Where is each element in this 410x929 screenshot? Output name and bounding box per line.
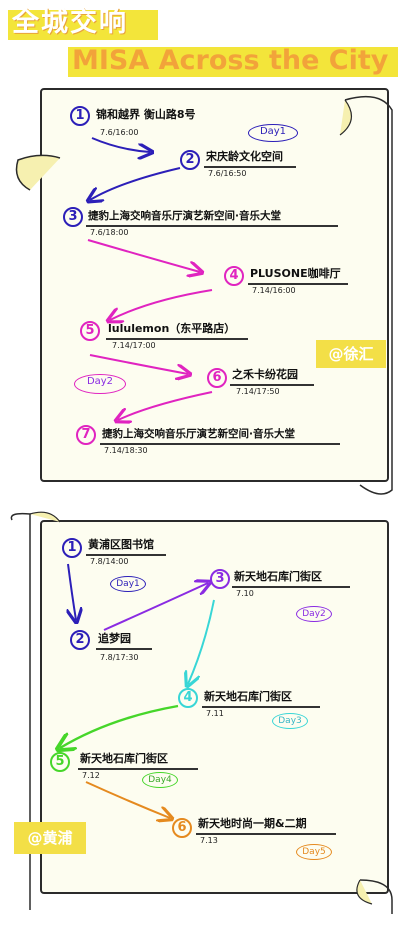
xuhui-stop-7-name: 捷豹上海交响音乐厅演艺新空间·音乐大堂 (102, 428, 295, 440)
xuhui-stop-4-name: PLUSONE咖啡厅 (250, 267, 341, 280)
huangpu-stop-5-name: 新天地石库门街区 (80, 752, 168, 765)
huangpu-stop-1-name: 黄浦区图书馆 (88, 538, 154, 551)
xuhui-stop-5-number: 5 (80, 321, 100, 341)
xuhui-stop-7-date: 7.14/18:30 (104, 446, 148, 455)
huangpu-stop-2-number: 2 (70, 630, 90, 650)
xuhui-stop-6-date: 7.14/17:50 (236, 387, 280, 396)
huangpu-paper-curl (10, 511, 393, 914)
huangpu-day-label-2: Day2 (296, 606, 332, 622)
huangpu-stop-3-number: 3 (210, 569, 230, 589)
xuhui-stop-3-underline (86, 225, 338, 227)
xuhui-day-label-1: Day1 (248, 124, 298, 142)
huangpu-stop-4-underline (202, 706, 320, 708)
xuhui-stop-2-name: 宋庆龄文化空间 (206, 150, 283, 163)
xuhui-route-map (40, 88, 389, 482)
xuhui-stop-7-underline (100, 443, 340, 445)
title-highlight-en (68, 47, 398, 77)
xuhui-stop-4-number: 4 (224, 266, 244, 286)
huangpu-stop-3-underline (232, 586, 350, 588)
huangpu-stop-2-name: 追梦园 (98, 632, 131, 645)
xuhui-stop-5-name: lululemon（东平路店） (108, 322, 236, 335)
huangpu-stop-3-name: 新天地石库门街区 (234, 570, 322, 583)
xuhui-stop-1-number: 1 (70, 106, 90, 126)
xuhui-stop-6-number: 6 (207, 368, 227, 388)
title-highlight-cn (8, 10, 158, 40)
xuhui-stop-4-underline (248, 283, 348, 285)
huangpu-stop-1-number: 1 (62, 538, 82, 558)
xuhui-stop-2-number: 2 (180, 150, 200, 170)
xuhui-district-label: @徐汇 (316, 340, 386, 368)
xuhui-stop-2-underline (204, 166, 296, 168)
xuhui-stop-7-number: 7 (76, 425, 96, 445)
huangpu-stop-5-number: 5 (50, 752, 70, 772)
huangpu-stop-4-date: 7.11 (206, 709, 224, 718)
huangpu-stop-6-name: 新天地时尚一期&二期 (198, 817, 307, 830)
huangpu-stop-1-underline (86, 554, 166, 556)
huangpu-day-label-3: Day3 (272, 713, 308, 729)
huangpu-stop-2-date: 7.8/17:30 (100, 653, 139, 662)
huangpu-stop-1-date: 7.8/14:00 (90, 557, 129, 566)
huangpu-district-label: @黄浦 (14, 822, 86, 854)
xuhui-stop-5-date: 7.14/17:00 (112, 341, 156, 350)
huangpu-stop-4-number: 4 (178, 688, 198, 708)
huangpu-stop-2-underline (96, 648, 152, 650)
huangpu-stop-5-date: 7.12 (82, 771, 100, 780)
huangpu-day-label-1: Day1 (110, 576, 146, 592)
xuhui-stop-4-date: 7.14/16:00 (252, 286, 296, 295)
page-title-cn: 全城交响 (12, 7, 128, 38)
huangpu-stop-6-date: 7.13 (200, 836, 218, 845)
huangpu-stop-6-number: 6 (172, 818, 192, 838)
xuhui-day-label-2: Day2 (74, 374, 126, 394)
xuhui-stop-5-underline (106, 338, 248, 340)
xuhui-stop-3-number: 3 (63, 207, 83, 227)
xuhui-stop-1-name: 锦和越界 衡山路8号 (96, 108, 196, 121)
huangpu-stop-6-underline (196, 833, 336, 835)
xuhui-stop-2-date: 7.6/16:50 (208, 169, 247, 178)
xuhui-stop-3-name: 捷豹上海交响音乐厅演艺新空间·音乐大堂 (88, 210, 281, 222)
xuhui-stop-3-date: 7.6/18:00 (90, 228, 129, 237)
xuhui-route-arrows (0, 137, 213, 500)
xuhui-paper-curl (15, 95, 393, 495)
xuhui-stop-6-underline (230, 384, 314, 386)
huangpu-stop-5-underline (78, 768, 198, 770)
huangpu-day-label-4: Day4 (142, 772, 178, 788)
xuhui-stop-1-date: 7.6/16:00 (100, 128, 139, 137)
xuhui-stop-6-name: 之禾卡纷花园 (232, 368, 298, 381)
huangpu-stop-4-name: 新天地石库门街区 (204, 690, 292, 703)
huangpu-stop-3-date: 7.10 (236, 589, 254, 598)
huangpu-day-label-5: Day5 (296, 844, 332, 860)
page-title-en: MISA Across the City (72, 45, 389, 76)
